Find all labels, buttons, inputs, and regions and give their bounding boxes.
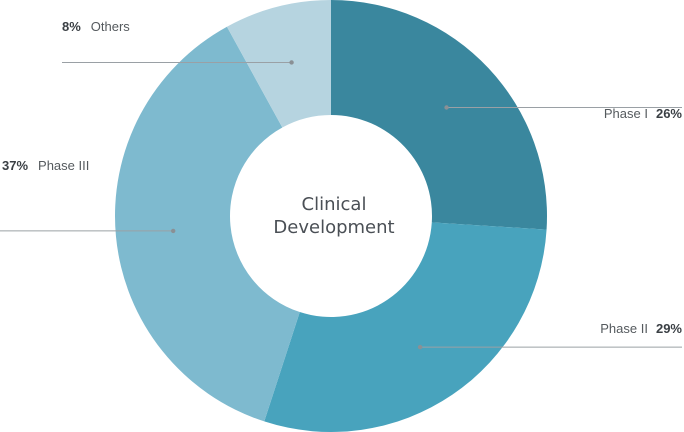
label-others-name: Others	[91, 19, 131, 34]
leader-dot-phase-iii	[171, 228, 176, 234]
label-others-pct: 8%	[62, 19, 81, 34]
label-phase-i: Phase I 26%	[604, 106, 683, 121]
label-phase-ii: Phase II 29%	[600, 321, 682, 336]
label-phase-i-name: Phase I	[604, 106, 648, 121]
slice-phase-i	[331, 0, 548, 230]
leader-dot-phase-i	[444, 105, 449, 110]
label-others: 8% Others	[62, 19, 130, 34]
label-phase-i-pct: 26%	[656, 106, 682, 121]
label-phase-iii-pct: 37%	[2, 158, 28, 173]
label-phase-ii-pct: 29%	[656, 321, 682, 336]
slice-phase-iii	[114, 26, 300, 422]
slice-others	[226, 0, 331, 128]
slice-phase-ii	[264, 222, 547, 432]
leader-dot-phase-ii	[417, 344, 423, 350]
center-label-line-2: Development	[273, 217, 394, 238]
leader-lines	[0, 60, 682, 350]
label-phase-iii-name: Phase III	[38, 158, 89, 173]
label-phase-ii-name: Phase II	[600, 321, 648, 336]
leader-dot-others	[289, 60, 294, 65]
label-phase-iii: 37% Phase III	[2, 158, 89, 173]
donut-slices	[114, 0, 548, 432]
center-label-line-1: Clinical	[302, 194, 367, 215]
